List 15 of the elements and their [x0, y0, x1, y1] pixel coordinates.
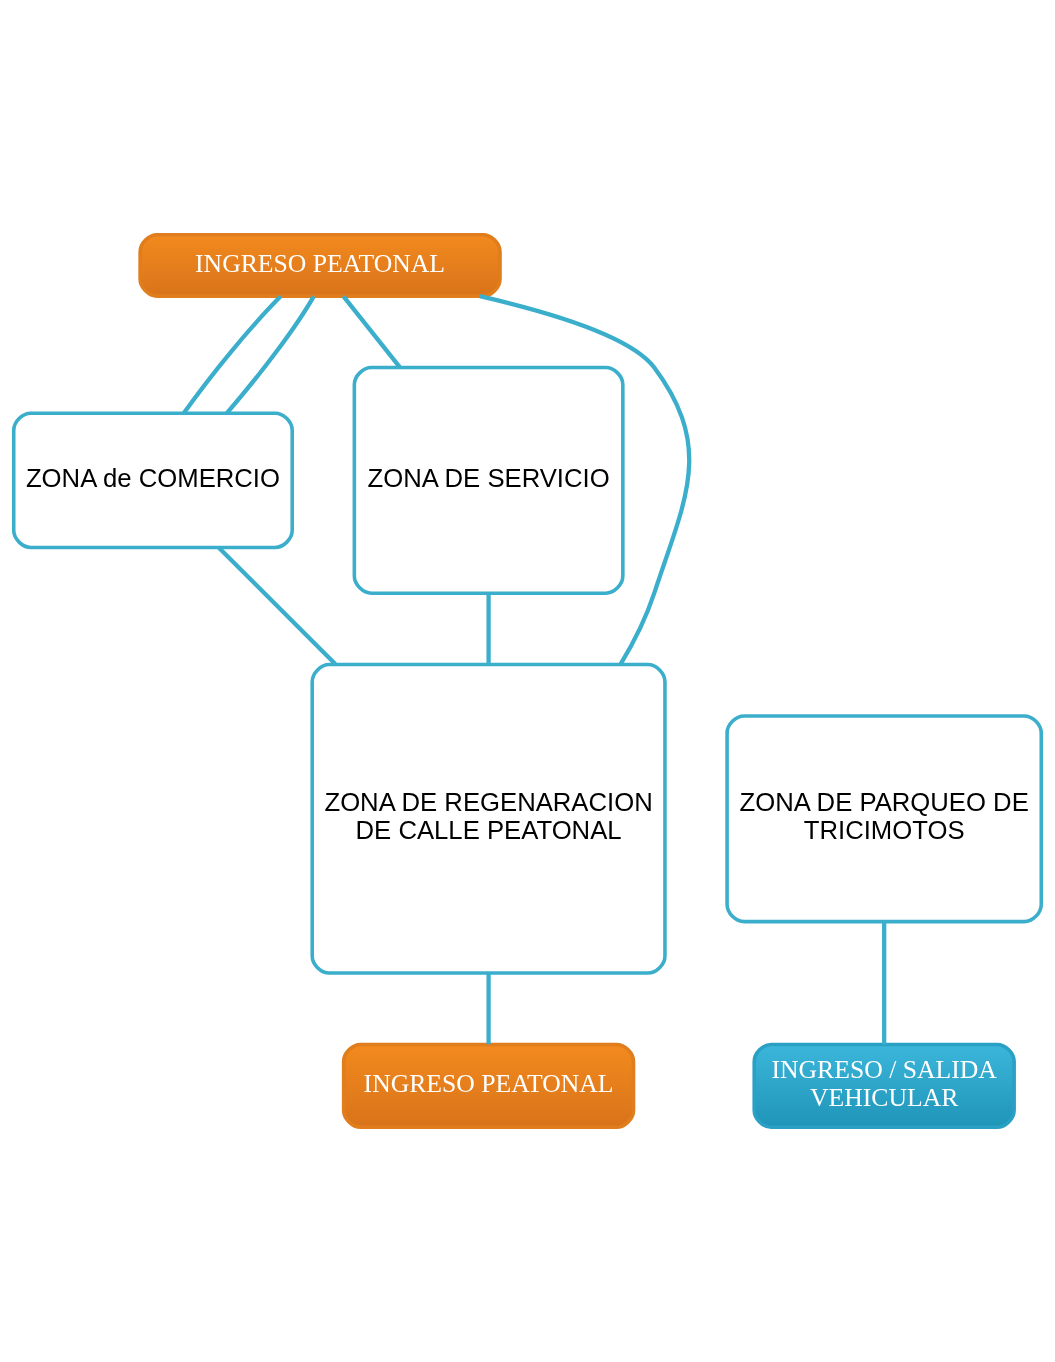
node-box: INGRESO PEATONAL	[341, 1042, 636, 1130]
connector	[217, 546, 337, 666]
connector	[486, 593, 491, 665]
node-box: ZONA DE SERVICIO	[352, 365, 625, 595]
node-box: ZONA de COMERCIO	[11, 411, 294, 550]
node-box: INGRESO / SALIDA VEHICULAR	[752, 1042, 1016, 1130]
connector	[341, 295, 402, 369]
node-box: ZONA DE PARQUEO DE TRICIMOTOS	[725, 714, 1044, 924]
connector	[225, 295, 316, 415]
node-box: INGRESO PEATONAL	[138, 232, 502, 298]
connector	[182, 294, 283, 415]
connector	[486, 973, 491, 1045]
connector	[882, 922, 887, 1045]
connector	[479, 294, 692, 666]
node-box: ZONA DE REGENARACION DE CALLE PEATONAL	[310, 662, 667, 975]
